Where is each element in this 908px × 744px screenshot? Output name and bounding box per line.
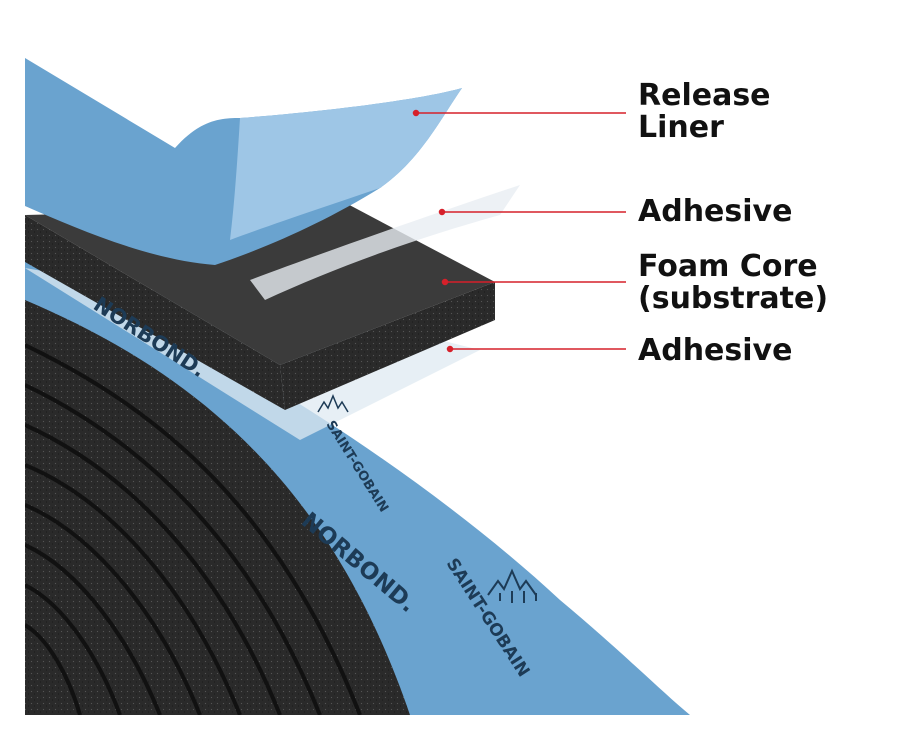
callout-adhesive-top: Adhesive <box>638 194 793 229</box>
foam-core-edge <box>280 282 495 410</box>
release-liner-curl <box>230 88 462 240</box>
callout-foam-core: Foam Core (substrate) <box>638 249 829 316</box>
saint-gobain-logo-lower <box>487 568 537 603</box>
callout-adhesive-bottom: Adhesive <box>638 333 793 368</box>
foam-core-side <box>25 215 285 410</box>
upper-adhesive-layer <box>250 185 520 300</box>
callout-release-liner: Release Liner <box>638 78 771 145</box>
leader-lines <box>412 109 626 353</box>
foam-roll-layers <box>25 300 410 715</box>
saint-gobain-logo-upper <box>317 394 349 413</box>
